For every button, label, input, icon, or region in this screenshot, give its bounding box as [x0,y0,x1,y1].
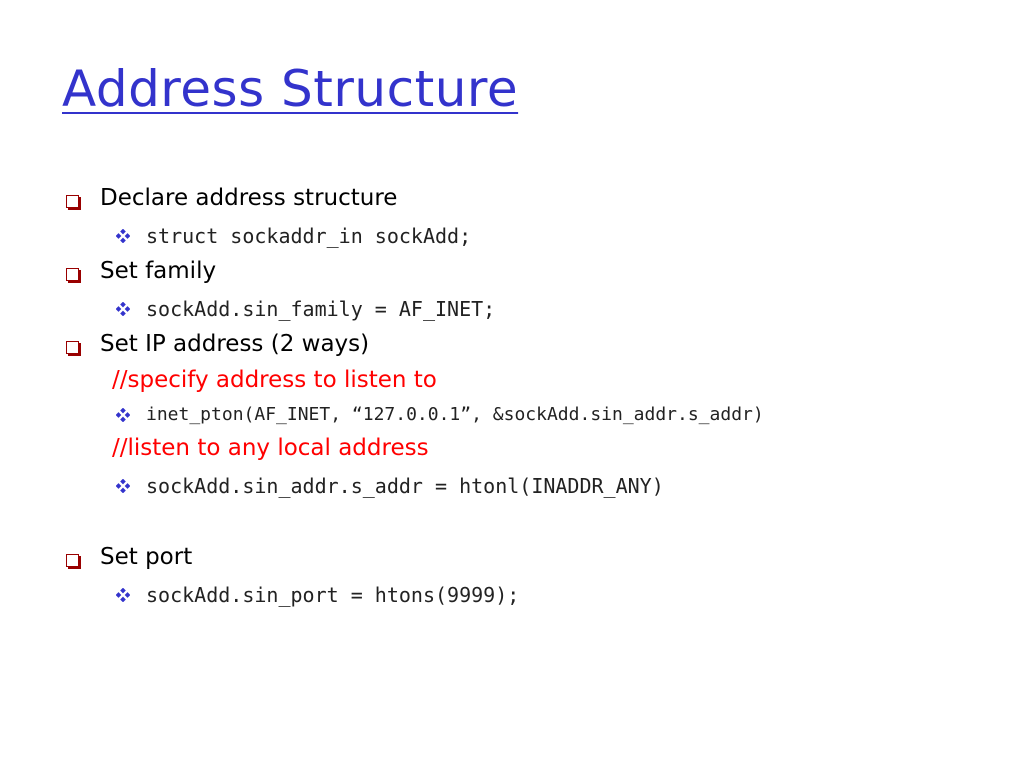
diamond-bullet-icon [116,229,130,243]
slide-title: Address Structure [62,60,519,118]
comment-specify-address: //specify address to listen to [112,367,437,393]
bullet-declare-address: Declare address structure [100,185,398,211]
code-set-family: sockAdd.sin_family = AF_INET; [146,297,496,321]
comment-listen-any: //listen to any local address [112,435,429,461]
square-bullet-icon [66,341,79,354]
bullet-set-port: Set port [100,544,193,570]
bullet-set-family: Set family [100,258,217,284]
diamond-bullet-icon [116,302,130,316]
code-htonl: sockAdd.sin_addr.s_addr = htonl(INADDR_A… [146,474,664,498]
code-inet-pton: inet_pton(AF_INET, “127.0.0.1”, &sockAdd… [146,404,764,425]
code-set-port: sockAdd.sin_port = htons(9999); [146,583,520,607]
square-bullet-icon [66,554,79,567]
bullet-set-ip-address: Set IP address (2 ways) [100,331,370,357]
square-bullet-icon [66,268,79,281]
code-struct-declaration: struct sockaddr_in sockAdd; [146,224,472,248]
square-bullet-icon [66,195,79,208]
diamond-bullet-icon [116,479,130,493]
diamond-bullet-icon [116,588,130,602]
diamond-bullet-icon [116,408,130,422]
